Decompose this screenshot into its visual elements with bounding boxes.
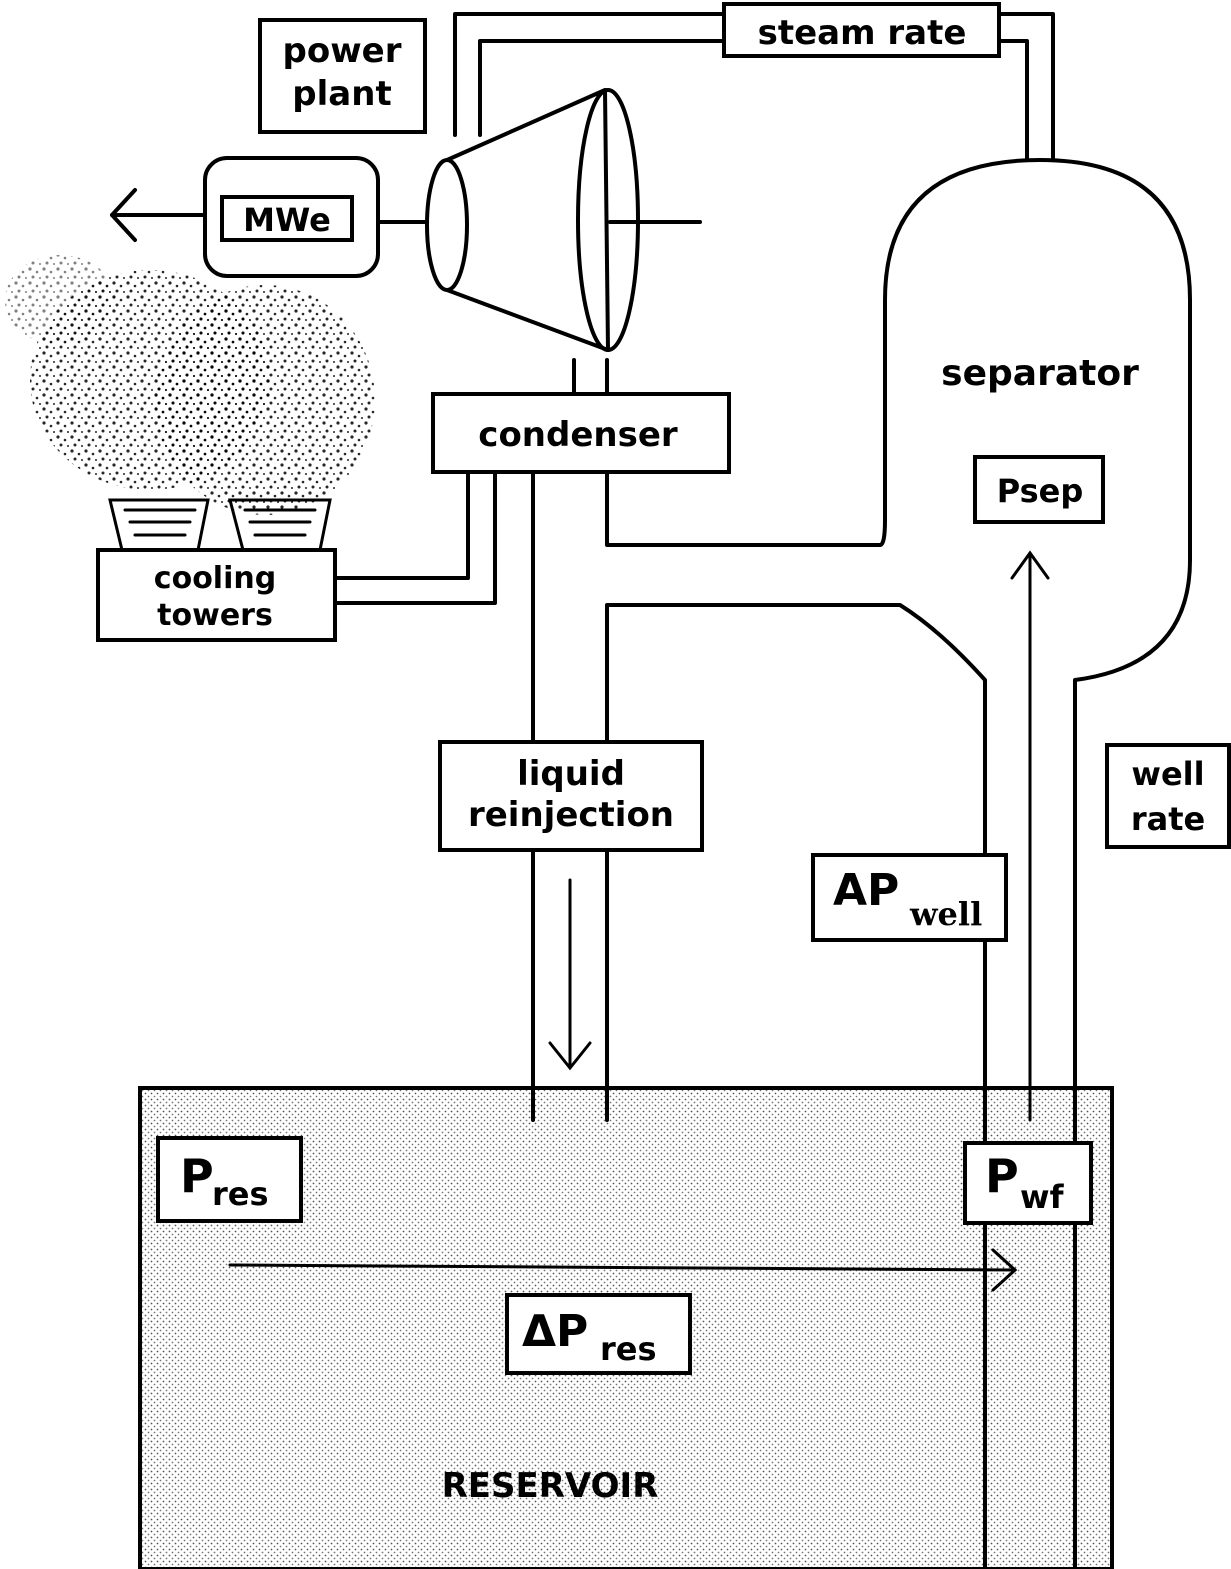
- liquid-reinjection-label-1: liquid: [517, 754, 625, 794]
- p-wf-subscript: wf: [1020, 1178, 1065, 1216]
- power-output-arrow: [110, 188, 207, 242]
- power-plant-label-2: plant: [292, 74, 391, 114]
- cooling-towers-label-1: cooling: [154, 561, 276, 596]
- delta-p-res-label: ΔP: [522, 1306, 588, 1357]
- steam-plume: [5, 255, 375, 515]
- steam-rate-box: steam rate: [722, 2, 1001, 58]
- power-plant-box: power plant: [258, 18, 427, 134]
- liquid-reinjection-box: liquid reinjection: [438, 740, 704, 852]
- ap-well-box: AP well: [811, 853, 1008, 942]
- p-wf-box: P wf: [963, 1141, 1093, 1225]
- p-wf-label: P: [985, 1149, 1019, 1203]
- mwe-label: MWe: [243, 201, 331, 239]
- liquid-reinjection-label-2: reinjection: [468, 795, 674, 835]
- separator-label: separator: [941, 353, 1139, 394]
- steam-rate-label: steam rate: [758, 13, 967, 53]
- delta-p-res-box: ΔP res: [505, 1293, 692, 1375]
- cooling-towers-label-2: towers: [157, 598, 273, 633]
- well-flow-arrow: [1010, 550, 1050, 1122]
- psep-label: Psep: [997, 472, 1084, 510]
- turbine-icon: [376, 88, 702, 352]
- power-plant-label-1: power: [283, 31, 402, 71]
- reservoir-label: RESERVOIR: [442, 1466, 659, 1506]
- well-rate-label-2: rate: [1131, 800, 1205, 838]
- p-res-subscript: res: [212, 1175, 269, 1213]
- ap-well-subscript: well: [909, 895, 982, 933]
- p-res-label: P: [180, 1149, 214, 1203]
- cooling-towers-box: cooling towers: [96, 548, 337, 642]
- p-res-box: P res: [156, 1136, 303, 1223]
- generator-box: MWe: [203, 156, 380, 278]
- reinjection-arrow: [548, 878, 592, 1071]
- psep-box: Psep: [973, 455, 1105, 524]
- well-rate-box: well rate: [1105, 743, 1231, 849]
- well-rate-label-1: well: [1131, 755, 1204, 793]
- condenser-box: condenser: [431, 392, 731, 474]
- delta-p-res-subscript: res: [600, 1330, 657, 1368]
- reservoir-flow-arrow: [228, 1248, 1018, 1292]
- condenser-label: condenser: [478, 415, 678, 455]
- ap-well-label: AP: [833, 865, 899, 916]
